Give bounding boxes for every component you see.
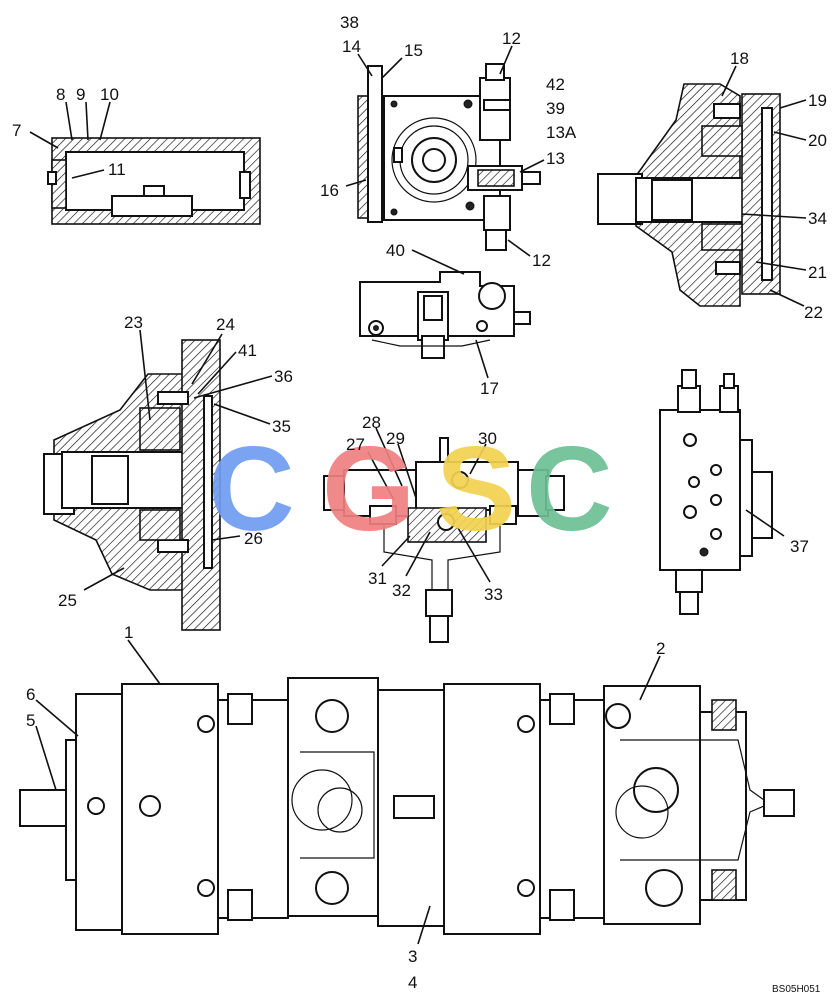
regulator-body-side-view [659, 369, 773, 615]
callout-35: 35 [272, 417, 291, 436]
callout-7: 7 [12, 121, 21, 140]
watermark-letter-3: S [436, 422, 516, 556]
callout-23: 23 [124, 313, 143, 332]
solenoid-valve-view [323, 437, 565, 643]
flange-section-view [597, 83, 781, 307]
watermark-letter-2: G [322, 422, 415, 556]
callout-20: 20 [808, 131, 827, 150]
callout-2: 2 [656, 639, 665, 658]
callout-26: 26 [244, 529, 263, 548]
regulator-front-view [357, 63, 541, 251]
drawing-code: BS05H051 [772, 984, 821, 995]
leader-lines [29, 45, 807, 945]
mounting-flange-section-view [43, 339, 221, 631]
callout-10: 10 [100, 85, 119, 104]
callout-13a: 13A [546, 123, 577, 142]
callout-5: 5 [26, 711, 35, 730]
callout-14: 14 [342, 37, 361, 56]
callout-31: 31 [368, 569, 387, 588]
callout-9: 9 [76, 85, 85, 104]
callout-24: 24 [216, 315, 235, 334]
callout-33: 33 [484, 585, 503, 604]
cover-section-view [47, 137, 261, 225]
callout-12-bottom: 12 [532, 251, 551, 270]
callout-4: 4 [408, 973, 417, 992]
callout-16: 16 [320, 181, 339, 200]
callout-15: 15 [404, 41, 423, 60]
callout-32: 32 [392, 581, 411, 600]
callout-37: 37 [790, 537, 809, 556]
callout-19: 19 [808, 91, 827, 110]
callout-25: 25 [58, 591, 77, 610]
callout-40: 40 [386, 241, 405, 260]
watermark-letter-4: C [526, 422, 613, 556]
callout-29: 29 [386, 429, 405, 448]
callout-6: 6 [26, 685, 35, 704]
watermark-letter-1: C [208, 422, 295, 556]
watermark: C G S C [208, 422, 613, 556]
pump-assembly-view [19, 677, 795, 935]
callout-41: 41 [238, 341, 257, 360]
callout-13: 13 [546, 149, 565, 168]
regulator-side-view [359, 271, 531, 359]
callout-42: 42 [546, 75, 565, 94]
callout-labels: 7 8 9 10 11 38 14 15 16 12 42 39 13A 13 … [12, 13, 827, 995]
callout-22: 22 [804, 303, 823, 322]
callout-3: 3 [408, 947, 417, 966]
callout-8: 8 [56, 85, 65, 104]
callout-27: 27 [346, 435, 365, 454]
callout-28: 28 [362, 413, 381, 432]
callout-1: 1 [124, 623, 133, 642]
callout-11: 11 [108, 160, 126, 179]
callout-12-top: 12 [502, 29, 521, 48]
callout-38: 38 [340, 13, 359, 32]
callout-39: 39 [546, 99, 565, 118]
callout-30: 30 [478, 429, 497, 448]
callout-34: 34 [808, 209, 827, 228]
callout-36: 36 [274, 367, 293, 386]
callout-18: 18 [730, 49, 749, 68]
callout-17: 17 [480, 379, 499, 398]
callout-21: 21 [808, 263, 827, 282]
